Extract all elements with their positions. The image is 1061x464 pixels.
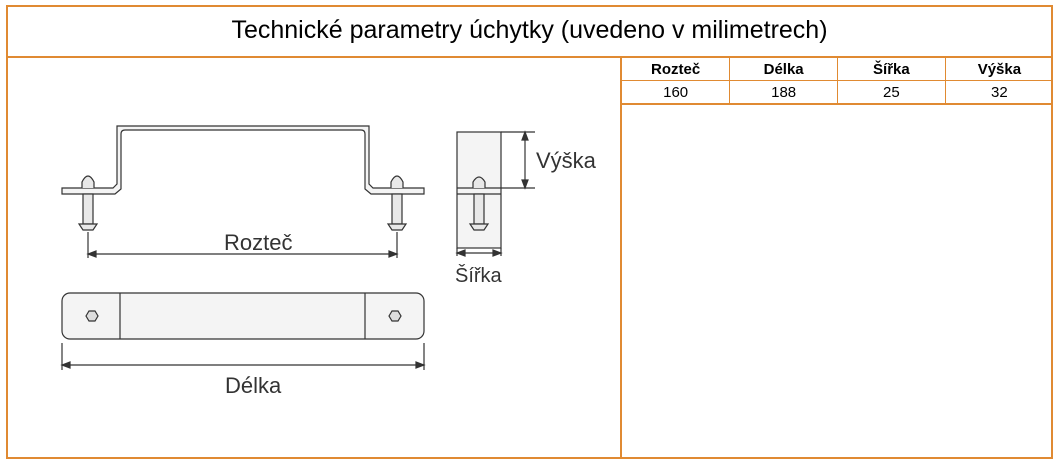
label-width: Šířka <box>455 264 503 287</box>
end-bolt-icon <box>468 176 490 231</box>
header-length: Délka <box>729 58 838 81</box>
value-spacing: 160 <box>622 80 731 105</box>
value-length: 188 <box>729 80 838 105</box>
spec-table: Rozteč Délka Šířka Výška 160 188 25 32 <box>622 58 1053 105</box>
page-title: Technické parametry úchytky (uvedeno v m… <box>6 5 1053 58</box>
right-bolt-icon <box>386 175 408 231</box>
left-bolt-icon <box>77 175 99 231</box>
header-height: Výška <box>944 58 1053 81</box>
spec-panel: Rozteč Délka Šířka Výška 160 188 25 32 <box>620 58 1053 459</box>
outer-frame <box>6 5 1053 459</box>
handle-side-profile <box>61 125 425 195</box>
label-spacing: Rozteč <box>224 230 292 255</box>
handle-top-view <box>61 292 425 340</box>
label-length: Délka <box>225 373 282 398</box>
value-height: 32 <box>944 80 1053 105</box>
label-height: Výška <box>536 148 597 173</box>
technical-drawing: Rozteč Délka Výška Šířka <box>8 58 620 459</box>
spec-header-row: Rozteč Délka Šířka Výška <box>622 58 1053 81</box>
header-spacing: Rozteč <box>622 58 731 81</box>
header-width: Šířka <box>837 58 946 81</box>
handle-diagram: Rozteč Délka Výška Šířka <box>60 125 597 398</box>
spec-value-row: 160 188 25 32 <box>622 80 1053 105</box>
value-width: 25 <box>837 80 946 105</box>
page-title-text: Technické parametry úchytky (uvedeno v m… <box>231 16 828 44</box>
